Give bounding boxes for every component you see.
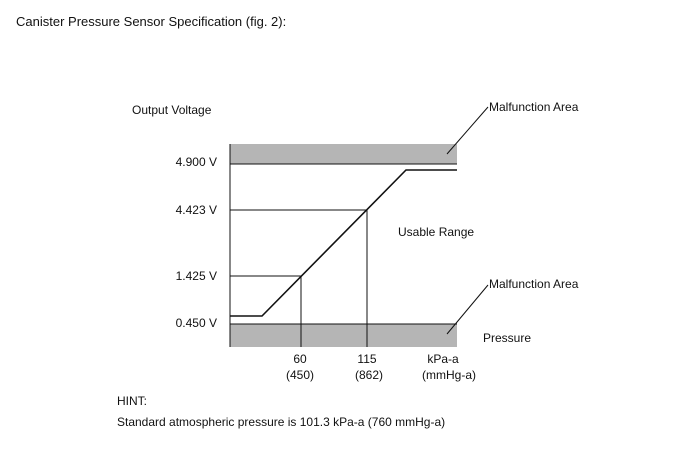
hint-title: HINT: [117,394,147,408]
leader-line-top [446,106,489,155]
y-tick-label: 4.900 V [176,155,217,169]
y-tick-label: 0.450 V [176,316,217,330]
hint-text: Standard atmospheric pressure is 101.3 k… [117,415,446,429]
usable-range-label: Usable Range [398,225,474,239]
malfunction-band-bottom [230,324,457,347]
figure-caption: Canister Pressure Sensor Specification (… [16,14,287,29]
leader-line-bottom [446,284,489,335]
malfunction-area-label-top: Malfunction Area [489,100,579,114]
x-tick-sublabel: (450) [286,368,314,382]
x-unit-sublabel: (mmHg-a) [422,368,476,382]
y-tick-label: 1.425 V [176,269,217,283]
malfunction-band-top [230,144,457,164]
x-tick-label: 115 [357,352,376,366]
sensor-characteristic-line [230,169,457,317]
y-axis-title: Output Voltage [132,103,212,117]
x-unit-label: kPa-a [427,352,459,366]
malfunction-area-label-bottom: Malfunction Area [489,277,579,291]
pressure-label: Pressure [483,331,531,345]
y-tick-label: 4.423 V [176,203,217,217]
x-tick-sublabel: (862) [355,368,383,382]
x-tick-label: 60 [293,352,307,366]
